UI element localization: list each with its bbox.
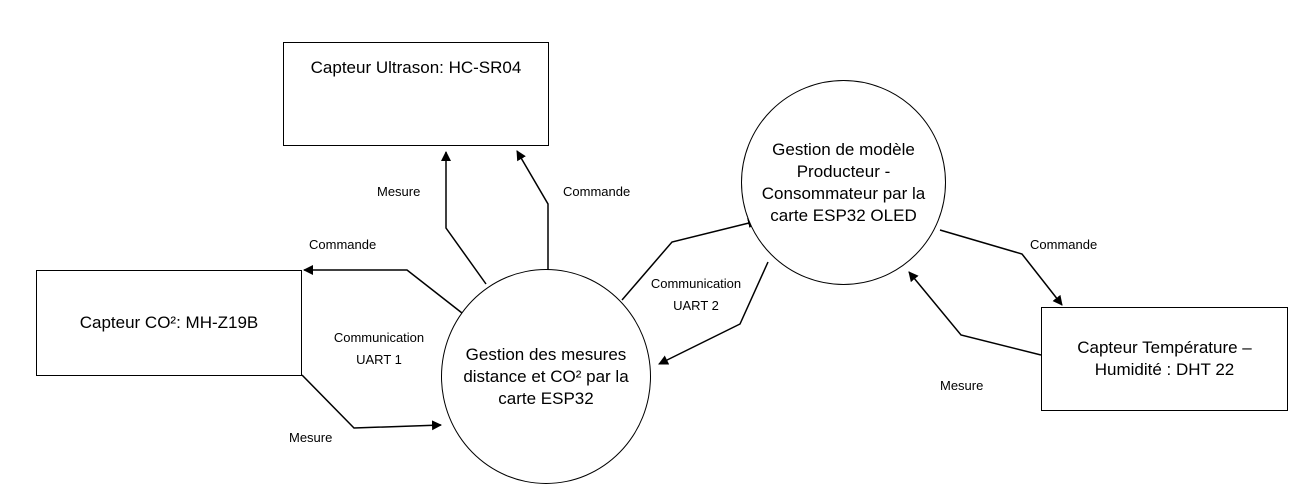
node-esp32-measures-label: Gestion des mesures distance et CO² par … xyxy=(463,344,629,408)
edge-esp32-to-oled-uart2 xyxy=(621,218,758,301)
label-co2-mesure: Mesure xyxy=(289,430,333,445)
node-esp32-oled: Gestion de modèle Producteur - Consommat… xyxy=(741,80,946,285)
label-uart1-line1: Communication xyxy=(333,330,425,345)
node-ultrasonic-sensor-label: Capteur Ultrason: HC-SR04 xyxy=(310,58,522,77)
label-uart1: Communication UART 1 xyxy=(319,327,439,371)
edge-esp32-to-ultrason-mesure xyxy=(441,151,487,285)
label-uart2: Communication UART 2 xyxy=(636,273,756,317)
node-temp-humidity-sensor: Capteur Température – Humidité : DHT 22 xyxy=(1041,307,1288,411)
edge-esp32-to-ultrason-commande xyxy=(516,150,549,270)
edge-co2-to-esp32-mesure xyxy=(301,374,442,431)
edge-dht-to-oled-mesure xyxy=(908,271,1042,356)
node-temp-humidity-sensor-label: Capteur Température – Humidité : DHT 22 xyxy=(1077,338,1252,379)
label-uart2-line1: Communication xyxy=(650,276,742,291)
node-esp32-measures: Gestion des mesures distance et CO² par … xyxy=(441,269,651,484)
edge-esp32-to-co2-commande xyxy=(303,265,463,314)
label-uart2-line2: UART 2 xyxy=(673,298,719,313)
label-dht-commande: Commande xyxy=(1030,237,1098,252)
edge-oled-to-esp32-uart2 xyxy=(658,261,769,365)
node-esp32-oled-label: Gestion de modèle Producteur - Consommat… xyxy=(761,139,926,225)
label-ultrason-mesure: Mesure xyxy=(377,184,421,199)
label-ultrason-commande: Commande xyxy=(563,184,631,199)
label-co2-commande: Commande xyxy=(309,237,377,252)
label-uart1-line2: UART 1 xyxy=(356,352,402,367)
node-ultrasonic-sensor: Capteur Ultrason: HC-SR04 xyxy=(283,42,549,146)
edge-oled-to-dht-commande xyxy=(939,229,1063,306)
label-dht-mesure: Mesure xyxy=(940,378,984,393)
node-co2-sensor: Capteur CO²: MH-Z19B xyxy=(36,270,302,376)
node-co2-sensor-label: Capteur CO²: MH-Z19B xyxy=(79,313,259,332)
